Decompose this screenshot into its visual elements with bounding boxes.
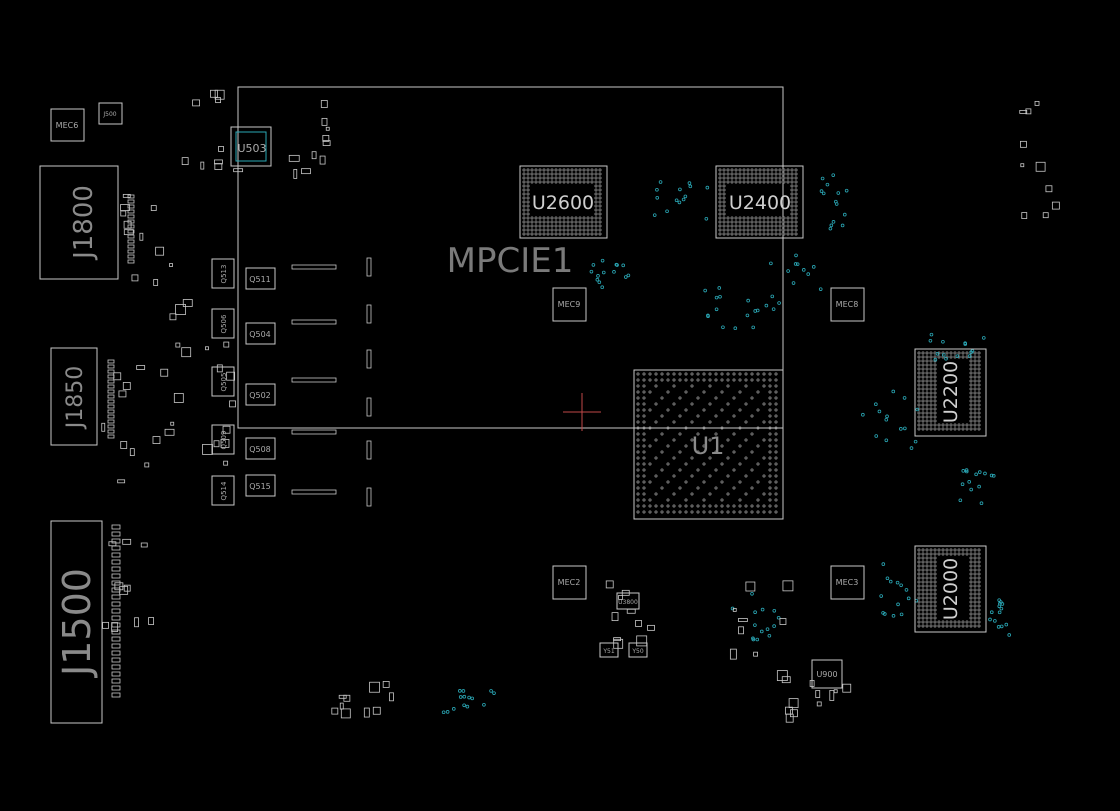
transistor-q513[interactable]: Q513 xyxy=(211,258,235,289)
j1850-label: J1850 xyxy=(63,366,88,430)
u2200-label: U2200 xyxy=(940,361,962,423)
transistor-q505[interactable]: Q505 xyxy=(211,366,235,397)
q505-label: Q505 xyxy=(220,373,228,392)
q508-label: Q508 xyxy=(249,445,271,454)
ic-u2600[interactable]: U2600 xyxy=(519,165,608,239)
connector-j1500[interactable]: J1500 xyxy=(50,520,103,724)
transistor-q511[interactable]: Q511 xyxy=(245,267,276,290)
ic-u2200[interactable]: U2200 xyxy=(914,348,987,437)
connector-j1850[interactable]: J1850 xyxy=(50,347,98,446)
u3800-label: U3800 xyxy=(618,599,638,606)
connector-j1800[interactable]: J1800 xyxy=(39,165,119,280)
crystal-y51[interactable]: Y51 xyxy=(599,642,619,658)
ic-u2400[interactable]: U2400 xyxy=(715,165,804,239)
y51-label: Y51 xyxy=(602,648,614,655)
u503-label: U503 xyxy=(237,142,266,155)
u2600-label: U2600 xyxy=(532,192,594,214)
ic-u2000[interactable]: U2000 xyxy=(914,545,987,633)
mec2-label: MEC2 xyxy=(558,578,581,587)
u2400-label: U2400 xyxy=(729,192,791,214)
q506-label: Q506 xyxy=(220,314,228,333)
transistor-q514[interactable]: Q514 xyxy=(211,475,235,506)
connector-j500[interactable]: J500 xyxy=(98,102,123,125)
transistor-q502[interactable]: Q502 xyxy=(245,383,276,406)
u2000-label: U2000 xyxy=(940,558,962,620)
u1-label: U1 xyxy=(692,432,725,460)
u900-label: U900 xyxy=(816,670,837,679)
mpcie1-label: MPCIE1 xyxy=(447,241,574,281)
mount-mec2[interactable]: MEC2 xyxy=(552,565,587,600)
j1800-label: J1800 xyxy=(69,185,99,261)
q509-label: Q509 xyxy=(220,431,228,450)
mount-mec6[interactable]: MEC6 xyxy=(50,108,85,142)
transistor-q508[interactable]: Q508 xyxy=(245,437,276,460)
ic-u3800[interactable]: U3800 xyxy=(616,592,640,610)
q515-label: Q515 xyxy=(249,482,271,491)
q511-label: Q511 xyxy=(249,275,271,284)
pad-layer xyxy=(101,89,1060,723)
crystal-y50[interactable]: Y50 xyxy=(628,642,648,658)
y50-label: Y50 xyxy=(631,648,643,655)
q502-label: Q502 xyxy=(249,391,271,400)
transistor-q504[interactable]: Q504 xyxy=(245,322,276,345)
mpcie1-region[interactable]: MPCIE1 xyxy=(237,86,784,429)
mount-mec9[interactable]: MEC9 xyxy=(552,287,587,322)
mec3-label: MEC3 xyxy=(836,578,859,587)
mec6-label: MEC6 xyxy=(56,121,79,130)
transistor-q506[interactable]: Q506 xyxy=(211,308,235,339)
transistor-q509[interactable]: Q509 xyxy=(211,424,235,455)
transistor-q515[interactable]: Q515 xyxy=(245,474,276,497)
ic-u1[interactable]: U1 xyxy=(633,369,784,520)
ic-u503[interactable]: U503 xyxy=(230,126,272,167)
mec8-label: MEC8 xyxy=(836,300,859,309)
mec9-label: MEC9 xyxy=(558,300,581,309)
ic-u900[interactable]: U900 xyxy=(811,659,843,689)
q513-label: Q513 xyxy=(220,265,228,284)
j500-label: J500 xyxy=(102,111,116,118)
q514-label: Q514 xyxy=(220,481,228,500)
mount-mec8[interactable]: MEC8 xyxy=(830,287,865,322)
mount-mec3[interactable]: MEC3 xyxy=(830,565,865,600)
q504-label: Q504 xyxy=(249,330,271,339)
crosshair-cursor xyxy=(563,393,601,431)
j1500-label: J1500 xyxy=(55,568,99,678)
